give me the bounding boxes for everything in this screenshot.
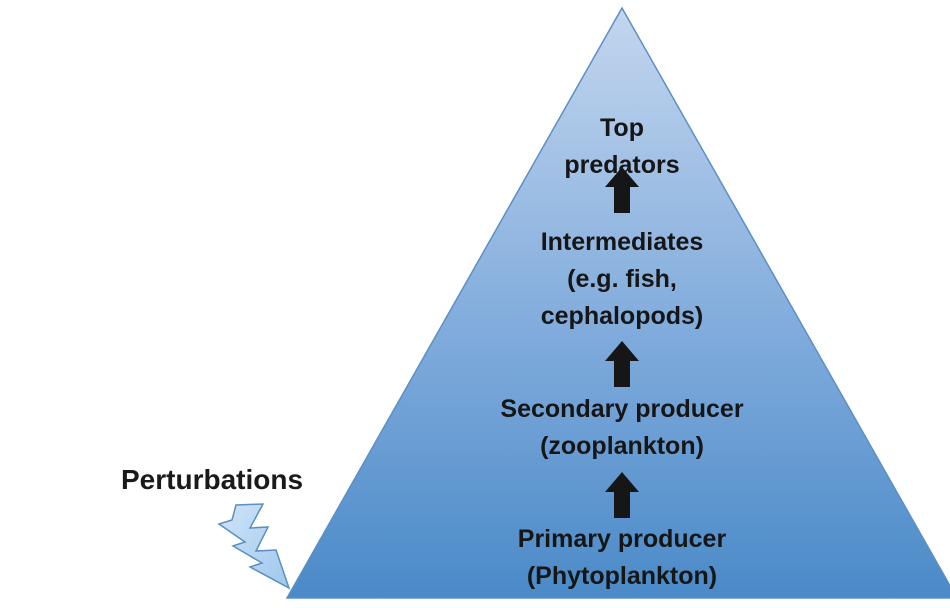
level-primary-producer: Primary producer (Phytoplankton) <box>0 521 950 595</box>
level-intermediates-line-3: cephalopods) <box>540 302 704 330</box>
level-intermediates-line-2: (e.g. fish, <box>567 265 677 293</box>
up-arrow-icon <box>605 167 639 213</box>
level-top-predators-line-1: Top <box>600 114 644 142</box>
level-secondary-producer-line-2: (zooplankton) <box>540 432 704 460</box>
pyramid-triangle <box>285 6 950 599</box>
level-primary-producer-line-1: Primary producer <box>517 525 727 553</box>
up-arrow-icon <box>605 472 639 518</box>
lightning-bolt-icon <box>217 503 291 590</box>
level-intermediates-line-1: Intermediates <box>540 228 704 256</box>
up-arrow-icon <box>605 341 639 387</box>
level-secondary-producer-line-1: Secondary producer <box>500 395 744 423</box>
level-top-predators-line-2: predators <box>564 151 680 179</box>
level-top-predators: Top predators <box>0 110 950 184</box>
level-intermediates: Intermediates (e.g. fish, cephalopods) <box>0 224 950 335</box>
level-secondary-producer: Secondary producer (zooplankton) <box>0 391 950 465</box>
level-primary-producer-line-2: (Phytoplankton) <box>526 562 718 590</box>
perturbations-label: Perturbations <box>121 464 304 495</box>
